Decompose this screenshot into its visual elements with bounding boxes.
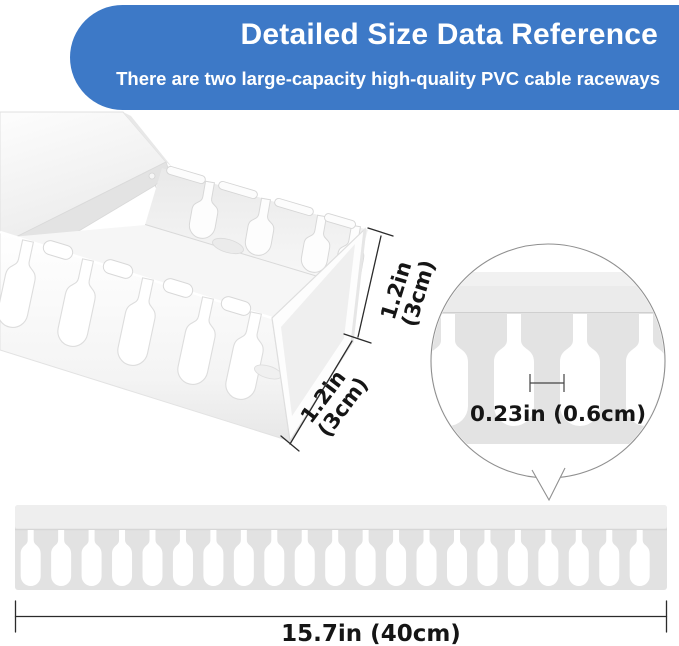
strip-slot xyxy=(477,530,498,586)
height-dimension-line xyxy=(343,227,394,344)
banner: Detailed Size Data Reference There are t… xyxy=(70,5,679,110)
raceway-end-face xyxy=(271,227,367,443)
hook-tab xyxy=(102,259,134,279)
detail-circle-pointer xyxy=(531,467,566,502)
strip-slots xyxy=(20,530,650,586)
strip-slot xyxy=(51,530,72,586)
strip-slot xyxy=(264,530,285,586)
strip-slot xyxy=(386,530,407,586)
gap-dimension-marker xyxy=(529,374,565,392)
raceway-strip: 15.7in (40cm) xyxy=(14,505,668,646)
strip-slot xyxy=(233,530,254,586)
banner-subtitle: There are two large-capacity high-qualit… xyxy=(116,68,660,89)
strip-slot xyxy=(172,530,193,586)
strip-slot xyxy=(142,530,163,586)
detail-circle: 0.23in (0.6cm) xyxy=(362,243,666,502)
hook-tab xyxy=(162,278,194,298)
raceway-floor xyxy=(0,225,351,318)
width-dimension-line xyxy=(280,340,353,452)
raceway-front-wall xyxy=(0,230,291,442)
strip-slot xyxy=(325,530,346,586)
strip-slot xyxy=(355,530,376,586)
strip-slot xyxy=(203,530,224,586)
hook-tab xyxy=(220,296,252,316)
strip-slot xyxy=(81,530,102,586)
gap-dimension-label: 0.23in (0.6cm) xyxy=(470,402,646,427)
length-dimension-line xyxy=(14,600,668,633)
keyhole-slot xyxy=(362,314,402,426)
strip-slot xyxy=(568,530,589,586)
height-dimension-label: 1.2in (3cm) xyxy=(376,251,440,330)
strip-slot xyxy=(20,530,41,586)
detail-circle-content: 0.23in (0.6cm) xyxy=(362,272,664,444)
wall-edge-bead xyxy=(166,166,206,184)
strip-slot xyxy=(599,530,620,586)
strip-slot xyxy=(629,530,650,586)
raceway-3d-illustration: 1.2in (3cm) 1.2in (3cm) xyxy=(0,111,440,452)
strip-slot xyxy=(112,530,133,586)
length-dimension-label: 15.7in (40cm) xyxy=(281,621,461,646)
lid-screw-dimple xyxy=(148,172,156,180)
wall-edge-bead xyxy=(324,213,356,229)
strip-slot xyxy=(416,530,437,586)
wall-edge-bead xyxy=(274,198,314,216)
strip-slot xyxy=(294,530,315,586)
hook-tab xyxy=(42,240,74,260)
strip-slot xyxy=(538,530,559,586)
mounting-hole xyxy=(212,237,244,255)
strip-slot xyxy=(447,530,467,586)
banner-title: Detailed Size Data Reference xyxy=(240,18,658,51)
strip-slot xyxy=(507,530,528,586)
wall-edge-bead xyxy=(218,181,258,199)
